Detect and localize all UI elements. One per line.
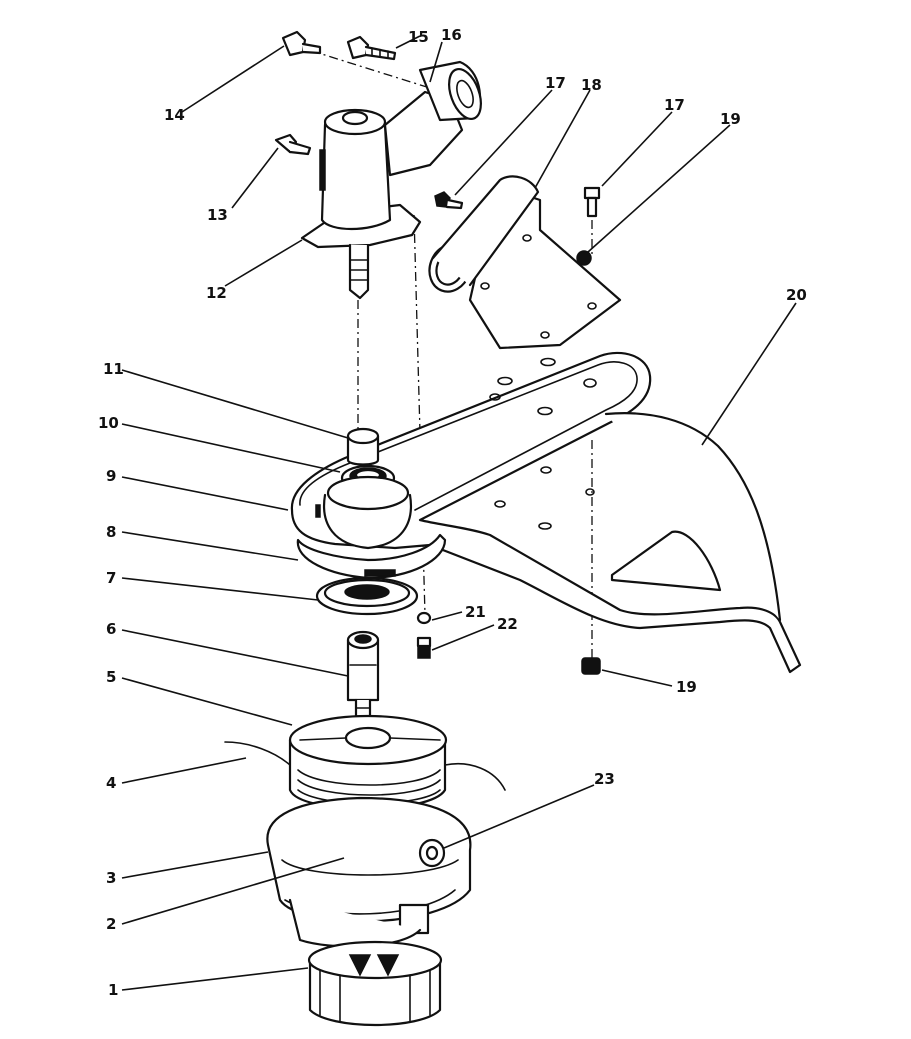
callout-22: 22 (497, 615, 518, 633)
callout-21: 21 (465, 603, 486, 621)
shaft-collar (346, 427, 380, 466)
callout-2: 2 (106, 915, 116, 933)
eyelet-23 (418, 838, 446, 868)
nut-19-upper (576, 250, 592, 266)
shield-slots (489, 357, 597, 530)
screw-13 (274, 133, 312, 156)
callout-14: 14 (164, 106, 185, 124)
shield-plate (290, 351, 802, 674)
leader-lines (121, 35, 797, 991)
callout-23: 23 (594, 770, 615, 788)
callout-17-left: 17 (545, 74, 566, 92)
spindle-6 (346, 630, 380, 732)
lower-housing-3 (266, 796, 472, 948)
callout-labels: 14 15 16 13 12 17 18 17 19 20 11 10 9 8 … (98, 26, 807, 999)
callout-19-lower: 19 (676, 678, 697, 696)
mount-plate-8 (296, 533, 447, 580)
housing-slot (315, 504, 321, 518)
nut-19-lower (581, 657, 601, 675)
tube-bracket (428, 175, 622, 350)
callout-11: 11 (103, 360, 124, 378)
callout-5: 5 (106, 668, 116, 686)
bolt-17-right (583, 186, 601, 218)
screw-14 (281, 30, 322, 57)
screw-22 (416, 636, 432, 659)
callout-4: 4 (106, 774, 116, 792)
callout-7: 7 (106, 569, 116, 587)
spool-5 (288, 714, 448, 810)
callout-17-right: 17 (664, 96, 685, 114)
callout-19-upper: 19 (720, 110, 741, 128)
callout-1: 1 (108, 981, 118, 999)
upper-housing (315, 475, 413, 550)
bolt-17-left (434, 191, 464, 210)
gearbox (300, 60, 482, 300)
gearbox-slot (319, 149, 326, 191)
trimmer-line-4 (224, 741, 506, 791)
callout-20: 20 (786, 286, 807, 304)
callout-6: 6 (106, 620, 116, 638)
callout-8: 8 (106, 523, 116, 541)
callout-10: 10 (98, 414, 119, 432)
callout-18: 18 (581, 76, 602, 94)
callout-12: 12 (206, 284, 227, 302)
knob-1 (307, 940, 443, 1027)
callout-15: 15 (408, 28, 429, 46)
callout-3: 3 (106, 869, 116, 887)
screw-15 (346, 35, 397, 61)
callout-9: 9 (106, 467, 116, 485)
washer-21 (416, 611, 432, 625)
callout-16: 16 (441, 26, 462, 44)
bearing-ring-7 (315, 576, 419, 616)
callout-13: 13 (207, 206, 228, 224)
